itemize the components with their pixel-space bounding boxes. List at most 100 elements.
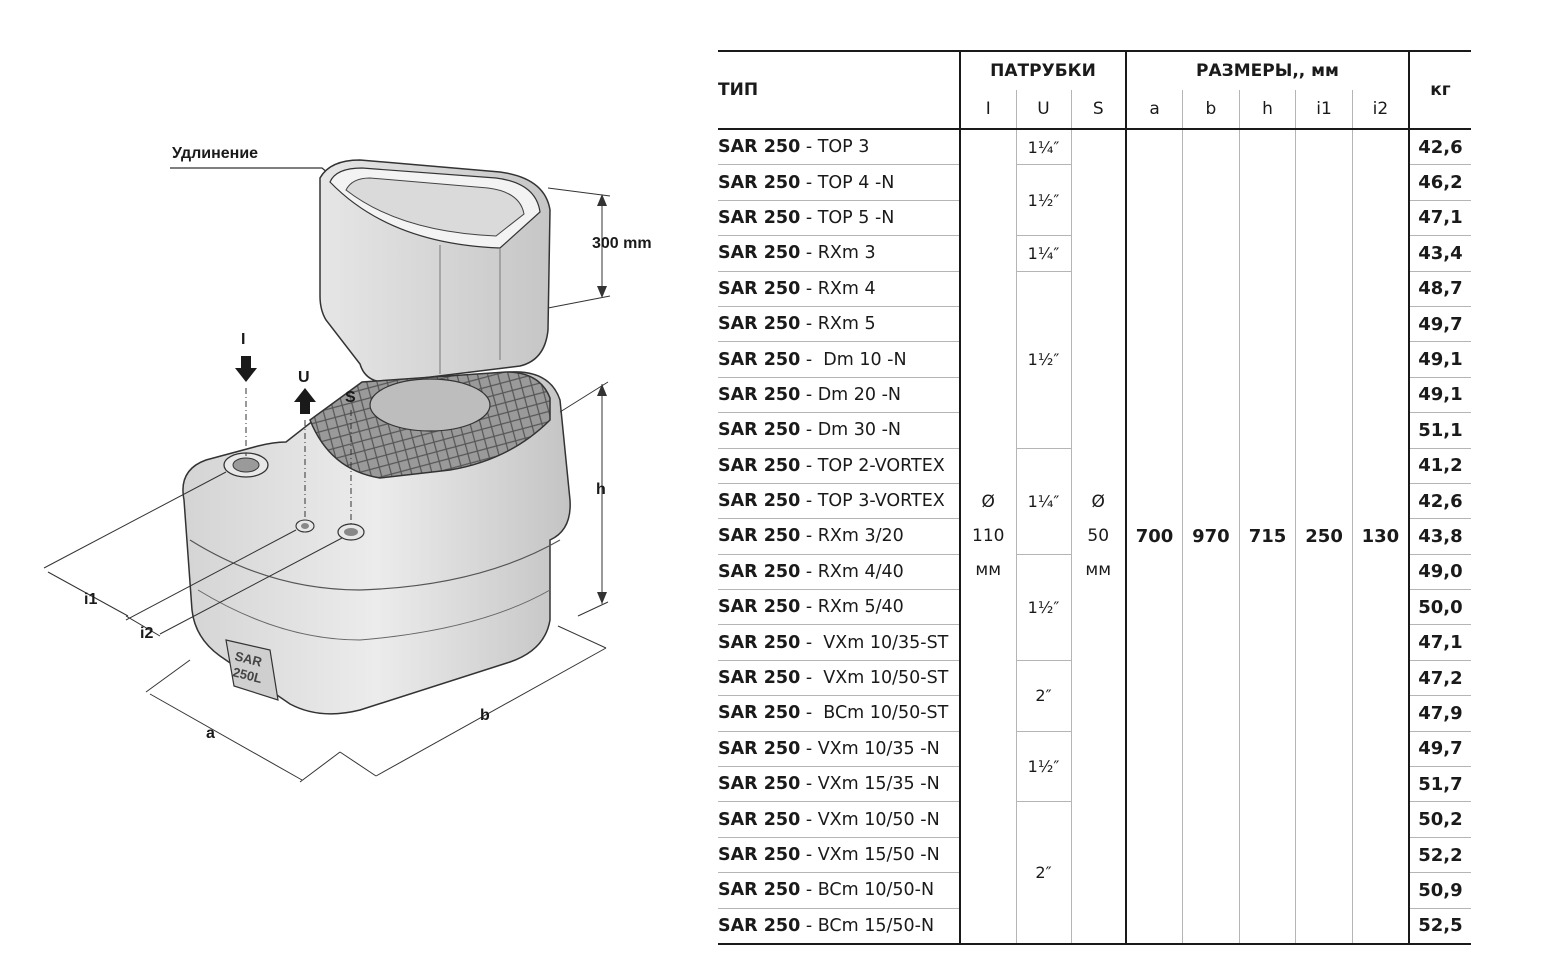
weight-value: 50,9 <box>1408 872 1471 909</box>
model-prefix: SAR 250 <box>718 455 801 476</box>
table-row: SAR 250 - Dm 10 -N 49,1 <box>718 341 1471 378</box>
outlet-arrow: U <box>294 369 316 520</box>
inlet-diameter: Ø 110 мм <box>960 129 1017 945</box>
i1-label: i1 <box>84 591 97 608</box>
inlet-diameter-line: 110 <box>972 526 1005 547</box>
base-dimensions: a b <box>145 625 607 783</box>
tank-mark-line2: 250L <box>231 664 263 686</box>
table-row: SAR 250 - TOP 4 -N 1½″ 46,2 <box>718 164 1471 237</box>
extension-height-label: 300 mm <box>592 235 652 252</box>
weight-value: 46,2 <box>1408 164 1471 201</box>
table-row: SAR 250 - VXm 15/35 -N 51,7 <box>718 766 1471 803</box>
model-prefix: SAR 250 <box>718 774 801 795</box>
model-prefix: SAR 250 <box>718 278 801 299</box>
model-variant: - Dm 20 -N <box>800 384 902 405</box>
weight-value: 51,7 <box>1408 766 1471 803</box>
model-name: SAR 250 - Dm 10 -N <box>718 341 961 378</box>
model-variant: - RXm 5/40 <box>800 597 904 618</box>
model-variant: - Dm 10 -N <box>800 349 907 370</box>
i2-label: i2 <box>140 625 153 642</box>
subheader-S: S <box>1071 90 1127 130</box>
tank-mark-line1: SAR <box>233 648 264 669</box>
weight-value: 49,7 <box>1408 306 1471 343</box>
model-prefix: SAR 250 <box>718 845 801 865</box>
inlet-label: I <box>241 331 245 348</box>
subheader-i1: i1 <box>1295 90 1353 130</box>
product-dimension-drawing: Удлинение 300 mm SAR 250L <box>30 120 680 800</box>
subheader-I: I <box>960 90 1017 130</box>
model-variant: - VXm 10/50 -N <box>800 809 940 830</box>
model-variant: - VXm 10/50-ST <box>800 668 949 689</box>
weight-value: 43,8 <box>1408 518 1471 555</box>
weight-value: 50,0 <box>1408 589 1471 626</box>
model-variant: - BCm 10/50-ST <box>800 703 949 724</box>
model-variant: - RXm 3 <box>800 243 876 264</box>
subheader-b: b <box>1182 90 1240 130</box>
inlet-diameter-line: Ø <box>981 492 995 513</box>
model-prefix: SAR 250 <box>718 207 801 228</box>
model-prefix: SAR 250 <box>718 137 801 158</box>
model-variant: - VXm 15/50 -N <box>800 845 940 865</box>
width-a-label: a <box>206 725 215 742</box>
model-name: SAR 250 - BCm 10/50-N <box>718 872 961 909</box>
model-prefix: SAR 250 <box>718 526 801 547</box>
model-prefix: SAR 250 <box>718 738 801 759</box>
weight-value: 49,7 <box>1408 731 1471 768</box>
model-prefix: SAR 250 <box>718 384 801 405</box>
dimension-a: 700 <box>1126 129 1184 945</box>
model-name: SAR 250 - RXm 5 <box>718 306 961 343</box>
vent-label: S <box>345 389 356 406</box>
extension-height-dimension: 300 mm <box>547 187 652 309</box>
model-name: SAR 250 - VXm 15/35 -N <box>718 766 961 803</box>
model-prefix: SAR 250 <box>718 172 801 193</box>
outlet-size: 1¼″ <box>1016 129 1072 166</box>
weight-value: 49,1 <box>1408 341 1471 378</box>
model-prefix: SAR 250 <box>718 809 801 830</box>
extension-ring <box>319 159 551 383</box>
model-name: SAR 250 - TOP 3 <box>718 129 961 166</box>
weight-value: 47,9 <box>1408 695 1471 732</box>
model-variant: - TOP 2-VORTEX <box>800 455 945 476</box>
model-name: SAR 250 - RXm 5/40 <box>718 589 961 626</box>
model-name: SAR 250 - TOP 4 -N <box>718 164 961 201</box>
outlet-size: 1½″ <box>1016 554 1072 661</box>
table-row: SAR 250 - VXm 10/35 -N 1½″ 49,7 <box>718 731 1471 803</box>
vent-diameter-line: 50 <box>1087 526 1110 547</box>
model-name: SAR 250 - VXm 10/35-ST <box>718 624 961 661</box>
outlet-size: 1½″ <box>1016 731 1072 803</box>
weight-value: 49,0 <box>1408 554 1471 591</box>
weight-value: 51,1 <box>1408 412 1471 449</box>
model-name: SAR 250 - TOP 3-VORTEX <box>718 483 961 520</box>
weight-value: 47,1 <box>1408 200 1471 237</box>
model-prefix: SAR 250 <box>718 632 801 653</box>
model-name: SAR 250 - VXm 10/35 -N <box>718 731 961 768</box>
vent-diameter-line: Ø <box>1091 492 1105 513</box>
outlet-size: 1¼″ <box>1016 448 1072 555</box>
weight-value: 42,6 <box>1408 129 1471 166</box>
weight-value: 43,4 <box>1408 235 1471 272</box>
outlet-size: 1½″ <box>1016 164 1072 237</box>
model-prefix: SAR 250 <box>718 703 801 724</box>
model-prefix: SAR 250 <box>718 243 801 264</box>
height-dimension: h <box>559 381 609 617</box>
subheader-a: a <box>1126 90 1184 130</box>
model-variant: - TOP 4 -N <box>800 172 895 193</box>
table-row: SAR 250 - RXm 5 49,7 <box>718 306 1471 343</box>
model-variant: - VXm 10/35-ST <box>800 632 949 653</box>
model-name: SAR 250 - RXm 3 <box>718 235 961 272</box>
dimension-i2: 130 <box>1352 129 1410 945</box>
model-name: SAR 250 - TOP 5 -N <box>718 200 961 237</box>
model-prefix: SAR 250 <box>718 349 801 370</box>
inlet-diameter-line: мм <box>975 560 1002 581</box>
